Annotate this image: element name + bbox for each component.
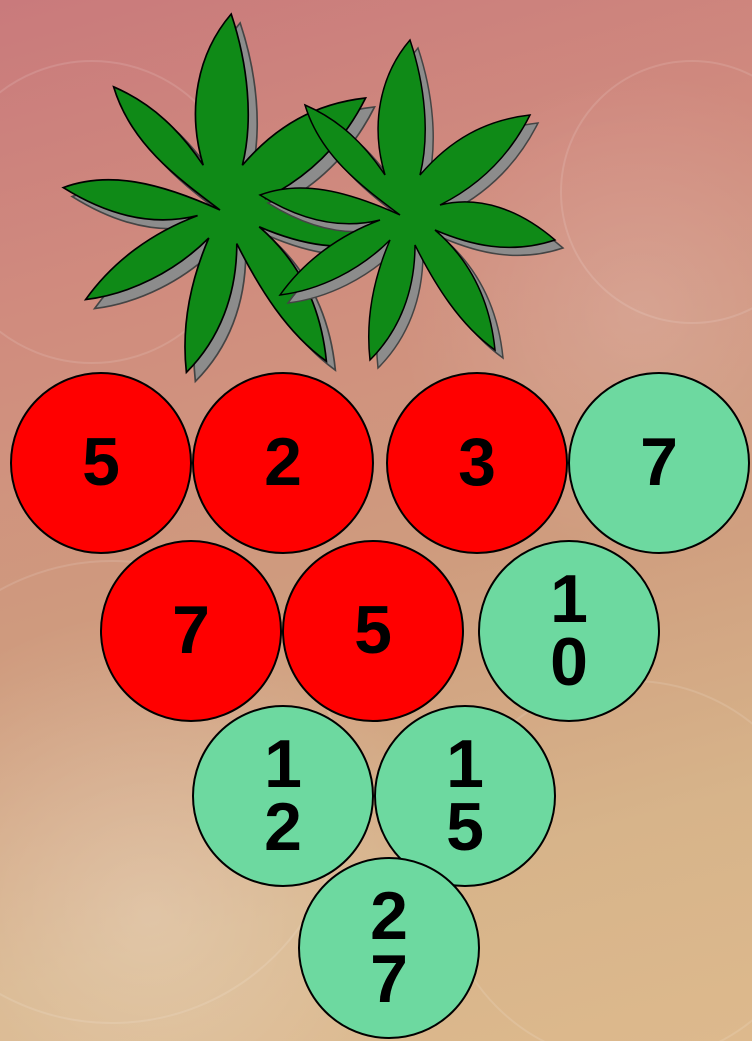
berry-label: 7: [167, 599, 215, 662]
berry-8[interactable]: 12: [192, 705, 374, 887]
berry-5[interactable]: 7: [100, 540, 282, 722]
berry-label: 5: [77, 431, 125, 494]
berry-2[interactable]: 2: [192, 372, 374, 554]
berry-label: 3: [453, 431, 501, 494]
berry-7[interactable]: 10: [478, 540, 660, 722]
berry-1[interactable]: 5: [10, 372, 192, 554]
berry-label: 2: [259, 431, 307, 494]
berry-label: 15: [441, 733, 489, 859]
berry-6[interactable]: 5: [282, 540, 464, 722]
berry-label: 12: [259, 733, 307, 859]
berry-label: 27: [365, 885, 413, 1011]
berry-label: 5: [349, 599, 397, 662]
berry-label: 7: [635, 431, 683, 494]
berry-4[interactable]: 7: [568, 372, 750, 554]
berry-10[interactable]: 27: [298, 857, 480, 1039]
berry-label: 10: [545, 568, 593, 694]
berry-3[interactable]: 3: [386, 372, 568, 554]
